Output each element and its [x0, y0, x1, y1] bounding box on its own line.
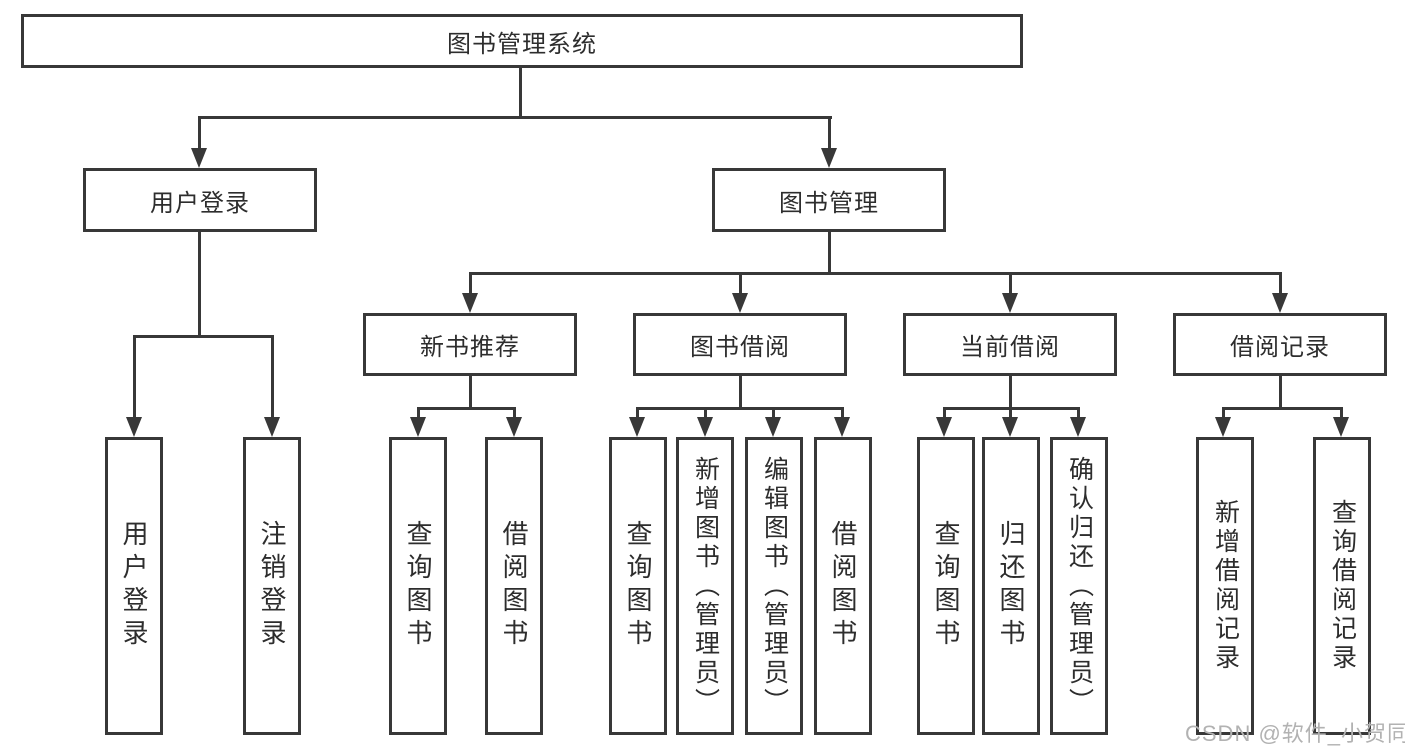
leaf-label: 查询图书: [403, 520, 433, 652]
leaf-logout: 注销登录: [243, 437, 301, 735]
node-label: 图书管理系统: [447, 30, 597, 58]
connector-line: [133, 335, 274, 338]
leaf-label: 查询借阅记录: [1328, 499, 1357, 673]
leaf-confirm-return-admin: 确认归还（管理员）: [1050, 437, 1108, 735]
node-book-management: 图书管理: [712, 168, 946, 232]
arrow-down-icon: [506, 417, 522, 437]
leaf-edit-book-admin: 编辑图书（管理员）: [745, 437, 803, 735]
arrow-down-icon: [1333, 417, 1349, 437]
connector-line: [828, 231, 831, 275]
connector-line: [1009, 407, 1012, 421]
leaf-label: 编辑图书（管理员）: [760, 455, 789, 717]
connector-line: [417, 407, 420, 421]
leaf-label: 新增借阅记录: [1211, 499, 1240, 673]
connector-line: [1279, 272, 1282, 295]
connector-line: [1009, 272, 1012, 295]
arrow-down-icon: [191, 148, 207, 168]
node-label: 当前借阅: [960, 334, 1060, 361]
node-borrowing-records: 借阅记录: [1173, 313, 1387, 376]
arrow-down-icon: [126, 417, 142, 437]
leaf-query-books-recommend: 查询图书: [389, 437, 447, 735]
node-label: 新书推荐: [420, 334, 520, 361]
arrow-down-icon: [765, 417, 781, 437]
connector-line: [271, 335, 274, 419]
arrow-down-icon: [410, 417, 426, 437]
node-label: 用户登录: [150, 189, 250, 217]
arrow-down-icon: [1002, 293, 1018, 313]
arrow-down-icon: [1070, 417, 1086, 437]
node-new-book-recommend: 新书推荐: [363, 313, 577, 376]
arrow-down-icon: [834, 417, 850, 437]
arrow-down-icon: [1272, 293, 1288, 313]
leaf-label: 注销登录: [257, 520, 287, 652]
connector-line: [133, 335, 136, 419]
arrow-down-icon: [1002, 417, 1018, 437]
leaf-label: 查询图书: [931, 520, 961, 652]
node-library-management-system: 图书管理系统: [21, 14, 1023, 68]
connector-line: [198, 116, 832, 119]
arrow-down-icon: [732, 293, 748, 313]
connector-line: [739, 375, 742, 410]
connector-line: [841, 407, 844, 421]
arrow-down-icon: [697, 417, 713, 437]
connector-line: [469, 375, 472, 410]
connector-line: [943, 407, 946, 421]
connector-line: [636, 407, 844, 410]
leaf-add-book-admin: 新增图书（管理员）: [676, 437, 734, 735]
node-label: 图书管理: [779, 189, 879, 217]
leaf-label: 借阅图书: [828, 520, 858, 652]
arrow-down-icon: [936, 417, 952, 437]
leaf-query-books-current: 查询图书: [917, 437, 975, 735]
connector-line: [1009, 375, 1012, 410]
connector-line: [1077, 407, 1080, 421]
connector-line: [1222, 407, 1225, 421]
leaf-label: 归还图书: [996, 520, 1026, 652]
arrow-down-icon: [821, 148, 837, 168]
arrow-down-icon: [264, 417, 280, 437]
connector-line: [704, 407, 707, 421]
connector-line: [1279, 375, 1282, 410]
node-label: 图书借阅: [690, 334, 790, 361]
connector-line: [636, 407, 639, 421]
leaf-user-login: 用户登录: [105, 437, 163, 735]
leaf-return-books: 归还图书: [982, 437, 1040, 735]
connector-line: [828, 116, 831, 150]
leaf-query-books-borrowing: 查询图书: [609, 437, 667, 735]
connector-line: [739, 272, 742, 295]
leaf-label: 借阅图书: [499, 520, 529, 652]
connector-line: [772, 407, 775, 421]
arrow-down-icon: [629, 417, 645, 437]
connector-line: [513, 407, 516, 421]
leaf-label: 新增图书（管理员）: [691, 455, 720, 717]
node-user-login: 用户登录: [83, 168, 317, 232]
leaf-borrow-books-borrowing: 借阅图书: [814, 437, 872, 735]
connector-line: [417, 407, 516, 410]
connector-line: [198, 116, 201, 150]
leaf-query-borrow-record: 查询借阅记录: [1313, 437, 1371, 735]
connector-line: [469, 272, 472, 295]
connector-line: [519, 67, 522, 118]
leaf-add-borrow-record: 新增借阅记录: [1196, 437, 1254, 735]
leaf-label: 用户登录: [119, 520, 149, 652]
arrow-down-icon: [462, 293, 478, 313]
leaf-borrow-books-recommend: 借阅图书: [485, 437, 543, 735]
leaf-label: 确认归还（管理员）: [1065, 455, 1094, 717]
connector-line: [198, 231, 201, 338]
leaf-label: 查询图书: [623, 520, 653, 652]
connector-line: [469, 272, 1282, 275]
arrow-down-icon: [1215, 417, 1231, 437]
connector-line: [1222, 407, 1343, 410]
node-current-borrowing: 当前借阅: [903, 313, 1117, 376]
watermark: CSDN @软件_小贺同学: [1185, 721, 1405, 746]
node-label: 借阅记录: [1230, 334, 1330, 361]
node-book-borrowing: 图书借阅: [633, 313, 847, 376]
connector-line: [1340, 407, 1343, 421]
